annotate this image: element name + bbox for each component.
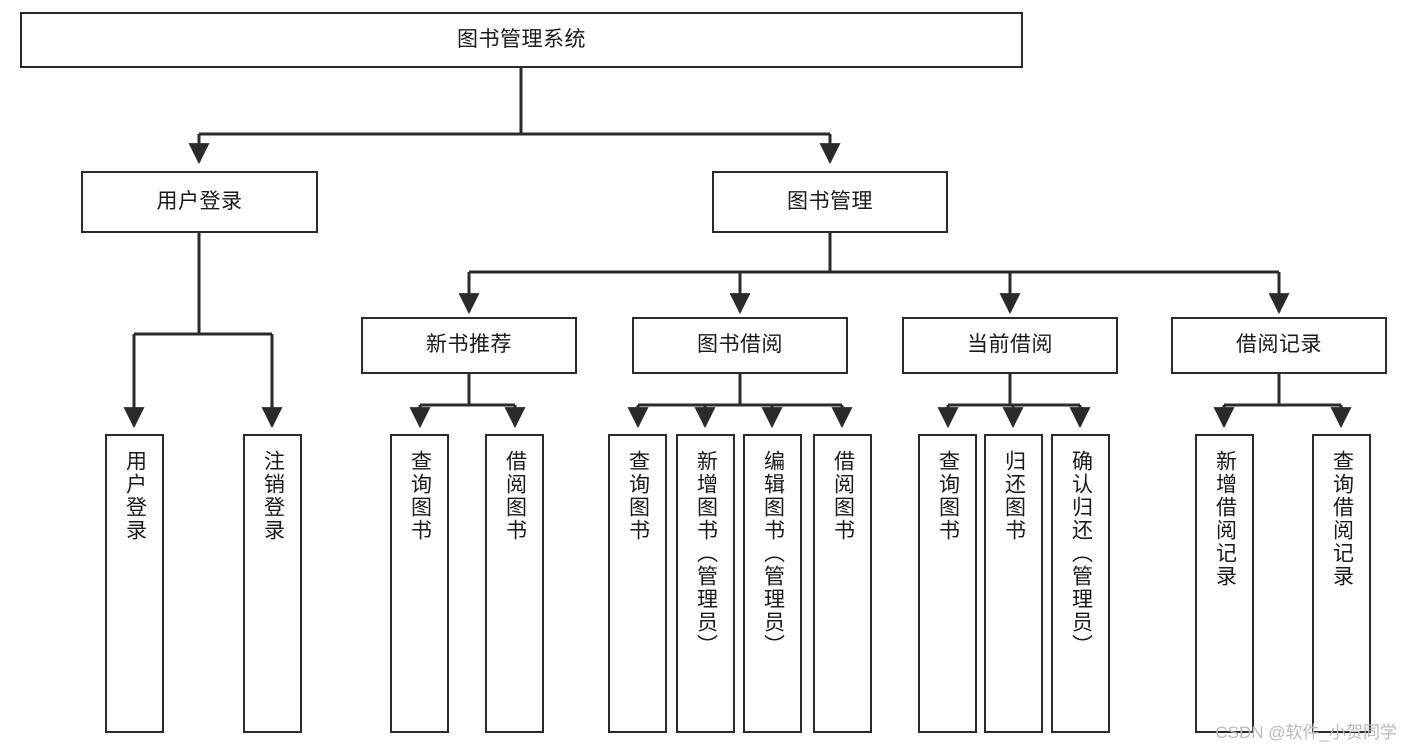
node-book-borrow-label: 图书借阅	[697, 333, 783, 357]
leaf-borrow-record-query[interactable]: 查询借阅记录	[1312, 434, 1371, 733]
leaf-current-borrow-query-label: 查询图书	[936, 450, 960, 542]
leaf-borrow-record-query-label: 查询借阅记录	[1330, 450, 1354, 588]
node-new-book-recommend[interactable]: 新书推荐	[361, 317, 577, 374]
node-user-login[interactable]: 用户登录	[81, 171, 318, 233]
node-root-label: 图书管理系统	[457, 27, 586, 51]
leaf-current-borrow-query[interactable]: 查询图书	[918, 434, 977, 733]
node-new-book-recommend-label: 新书推荐	[426, 333, 512, 357]
leaf-book-borrow-add[interactable]: 新增图书（管理员）	[676, 434, 735, 733]
node-root[interactable]: 图书管理系统	[20, 12, 1023, 68]
watermark: CSDN @软件_小贺同学	[1215, 723, 1397, 742]
leaf-user-login-signout-label: 注销登录	[261, 450, 285, 542]
leaf-book-borrow-query-label: 查询图书	[626, 450, 650, 542]
node-borrow-record-label: 借阅记录	[1236, 333, 1322, 357]
leaf-book-borrow-add-label: 新增图书（管理员）	[694, 450, 718, 657]
leaf-user-login-signin[interactable]: 用户登录	[105, 434, 164, 733]
leaf-book-borrow-edit[interactable]: 编辑图书（管理员）	[743, 434, 802, 733]
node-book-management-label: 图书管理	[787, 189, 873, 213]
node-borrow-record[interactable]: 借阅记录	[1171, 317, 1387, 374]
leaf-book-borrow-lend[interactable]: 借阅图书	[813, 434, 872, 733]
leaf-new-book-borrow[interactable]: 借阅图书	[485, 434, 544, 733]
leaf-current-borrow-confirm-return[interactable]: 确认归还（管理员）	[1051, 434, 1110, 733]
leaf-book-borrow-edit-label: 编辑图书（管理员）	[761, 450, 785, 657]
node-current-borrow-label: 当前借阅	[967, 333, 1053, 357]
leaf-current-borrow-return[interactable]: 归还图书	[984, 434, 1043, 733]
leaf-user-login-signout[interactable]: 注销登录	[243, 434, 302, 733]
node-book-borrow[interactable]: 图书借阅	[632, 317, 848, 374]
leaf-borrow-record-add-label: 新增借阅记录	[1213, 450, 1237, 588]
node-current-borrow[interactable]: 当前借阅	[902, 317, 1118, 374]
node-book-management[interactable]: 图书管理	[712, 171, 948, 233]
leaf-new-book-query[interactable]: 查询图书	[390, 434, 449, 733]
leaf-new-book-borrow-label: 借阅图书	[503, 450, 527, 542]
leaf-user-login-signin-label: 用户登录	[123, 450, 147, 542]
leaf-book-borrow-lend-label: 借阅图书	[831, 450, 855, 542]
node-user-login-label: 用户登录	[156, 189, 243, 213]
leaf-new-book-query-label: 查询图书	[408, 450, 432, 542]
leaf-current-borrow-confirm-return-label: 确认归还（管理员）	[1069, 450, 1093, 657]
leaf-current-borrow-return-label: 归还图书	[1002, 450, 1026, 542]
leaf-book-borrow-query[interactable]: 查询图书	[608, 434, 667, 733]
leaf-borrow-record-add[interactable]: 新增借阅记录	[1195, 434, 1254, 733]
